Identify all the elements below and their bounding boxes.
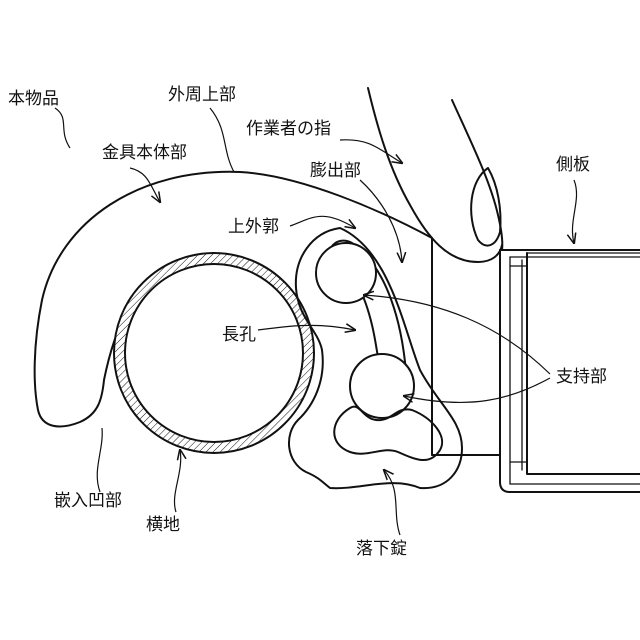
leader-bar: [174, 450, 180, 512]
label-fall-lock: 落下錠: [356, 539, 407, 559]
leader-finger: [340, 140, 402, 163]
label-support: 支持部: [556, 367, 607, 387]
label-worker-finger: 作業者の指: [246, 119, 331, 139]
label-upper-outer-frame: 上外郭: [228, 217, 279, 237]
label-bar: 横地: [146, 515, 180, 535]
leader-recess: [97, 428, 102, 492]
label-metal-body: 金具本体部: [102, 143, 187, 163]
lock-body-shape: [289, 228, 462, 488]
label-bulge: 膨出部: [310, 161, 361, 181]
worker-finger-shape: [368, 88, 502, 262]
label-long-hole: 長孔: [222, 325, 256, 345]
leader-upper-frame: [290, 216, 355, 228]
label-side-plate: 側板: [556, 155, 590, 175]
label-recess: 嵌入凹部: [54, 491, 122, 511]
bar-crosssection: [114, 253, 314, 453]
leader-object: [55, 108, 70, 148]
leader-metal-body: [130, 168, 160, 202]
label-object: 本物品: [8, 89, 59, 109]
leader-side-plate: [572, 180, 576, 243]
label-outer-upper: 外周上部: [168, 85, 236, 105]
leader-outer-upper: [210, 108, 234, 172]
leader-fall-lock: [384, 470, 400, 535]
